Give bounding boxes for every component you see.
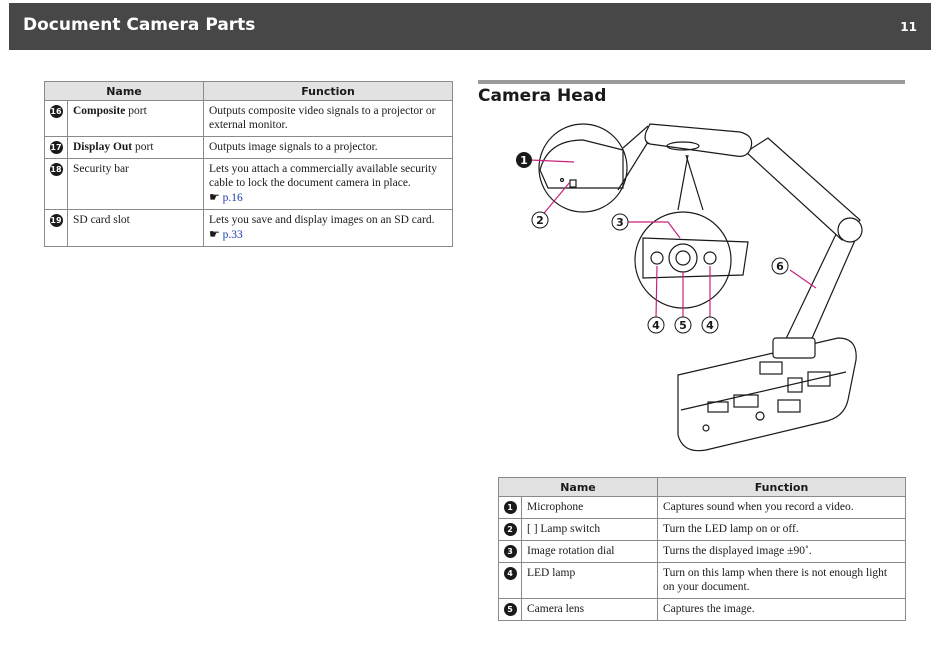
callout-marker — [611, 213, 629, 231]
part-function: Captures the image. — [657, 598, 906, 621]
part-function: Lets you attach a commercially available… — [209, 163, 437, 189]
part-name: port — [132, 141, 154, 153]
part-name-bold: Composite — [73, 105, 126, 117]
part-function: Lets you save and display images on an S… — [209, 214, 435, 226]
part-name-bold: Display Out — [73, 141, 133, 153]
part-name: Image rotation dial — [521, 540, 658, 563]
part-name: Camera lens — [521, 598, 658, 621]
part-function: Outputs image signals to a projector. — [203, 136, 453, 159]
callout-marker — [771, 257, 789, 275]
page-reference-link[interactable]: p.16 — [222, 192, 243, 204]
part-name: [ ] Lamp switch — [521, 518, 658, 541]
page-reference-link[interactable]: p.33 — [222, 229, 243, 241]
section-rule — [478, 80, 905, 84]
callout-label: 3 — [616, 216, 624, 229]
right-parts-table: Name Function 1 Microphone Captures soun… — [498, 477, 906, 621]
callout-label: 5 — [679, 319, 687, 332]
callout-number: 2 — [503, 523, 517, 536]
camera-head — [644, 123, 753, 157]
part-name: Security bar — [73, 163, 129, 175]
led-lamp-icon — [650, 251, 664, 265]
table-header-row: Name Function — [498, 477, 906, 497]
part-name: port — [125, 105, 147, 117]
part-name: SD card slot — [73, 214, 130, 226]
page-number: 11 — [900, 20, 917, 34]
column-header-name: Name — [44, 81, 204, 101]
callout-number: 16 — [49, 105, 63, 118]
section-title: Camera Head — [478, 86, 607, 106]
callout-marker — [674, 316, 692, 334]
callout-marker — [516, 152, 532, 168]
callout-number: 17 — [49, 141, 63, 154]
column-header-function: Function — [203, 81, 453, 101]
camera-base — [677, 337, 857, 452]
part-function: Turns the displayed image ±90˚. — [657, 540, 906, 563]
callout-number: 1 — [503, 501, 517, 514]
led-lamp-icon — [703, 251, 717, 265]
table-row: 19 SD card slot Lets you save and displa… — [44, 209, 453, 247]
lower-arm — [782, 229, 857, 353]
callout-number: 18 — [49, 163, 63, 176]
table-row: 3 Image rotation dial Turns the displaye… — [498, 540, 906, 563]
callout-number: 5 — [503, 603, 517, 616]
table-row: 1 Microphone Captures sound when you rec… — [498, 496, 906, 519]
upper-arm — [745, 137, 861, 241]
pointing-hand-icon: ☛ — [209, 227, 220, 241]
callout-marker — [531, 211, 549, 229]
column-header-function: Function — [657, 477, 906, 497]
callout-label: 6 — [776, 260, 784, 273]
pointing-hand-icon: ☛ — [209, 190, 220, 204]
page-header: Document Camera Parts 11 — [9, 3, 931, 50]
table-header-row: Name Function — [44, 81, 453, 101]
table-row: 17 Display Out port Outputs image signal… — [44, 136, 453, 159]
table-row: 4 LED lamp Turn on this lamp when there … — [498, 562, 906, 599]
table-row: 16 Composite port Outputs composite vide… — [44, 100, 453, 137]
table-row: 2 [ ] Lamp switch Turn the LED lamp on o… — [498, 518, 906, 541]
column-header-name: Name — [498, 477, 658, 497]
part-name: LED lamp — [521, 562, 658, 599]
callout-label: 2 — [536, 214, 544, 227]
callout-marker — [701, 316, 719, 334]
page-title: Document Camera Parts — [23, 15, 256, 35]
part-function: Turn the LED lamp on or off. — [657, 518, 906, 541]
callout-label: 4 — [652, 319, 660, 332]
table-row: 5 Camera lens Captures the image. — [498, 598, 906, 621]
magnified-view-top — [538, 123, 628, 213]
left-parts-table: Name Function 16 Composite port Outputs … — [44, 81, 453, 247]
callout-label: 4 — [706, 319, 714, 332]
part-function: Turn on this lamp when there is not enou… — [657, 562, 906, 599]
callout-number: 3 — [503, 545, 517, 558]
part-name: Microphone — [521, 496, 658, 519]
part-function: Captures sound when you record a video. — [657, 496, 906, 519]
camera-head-diagram: 1 2 3 4 5 4 6 — [516, 123, 863, 452]
callout-number: 19 — [49, 214, 63, 227]
callout-label: 1 — [520, 154, 528, 167]
callout-number: 4 — [503, 567, 517, 580]
table-row: 18 Security bar Lets you attach a commer… — [44, 158, 453, 210]
callout-marker — [647, 316, 665, 334]
part-function: Outputs composite video signals to a pro… — [203, 100, 453, 137]
